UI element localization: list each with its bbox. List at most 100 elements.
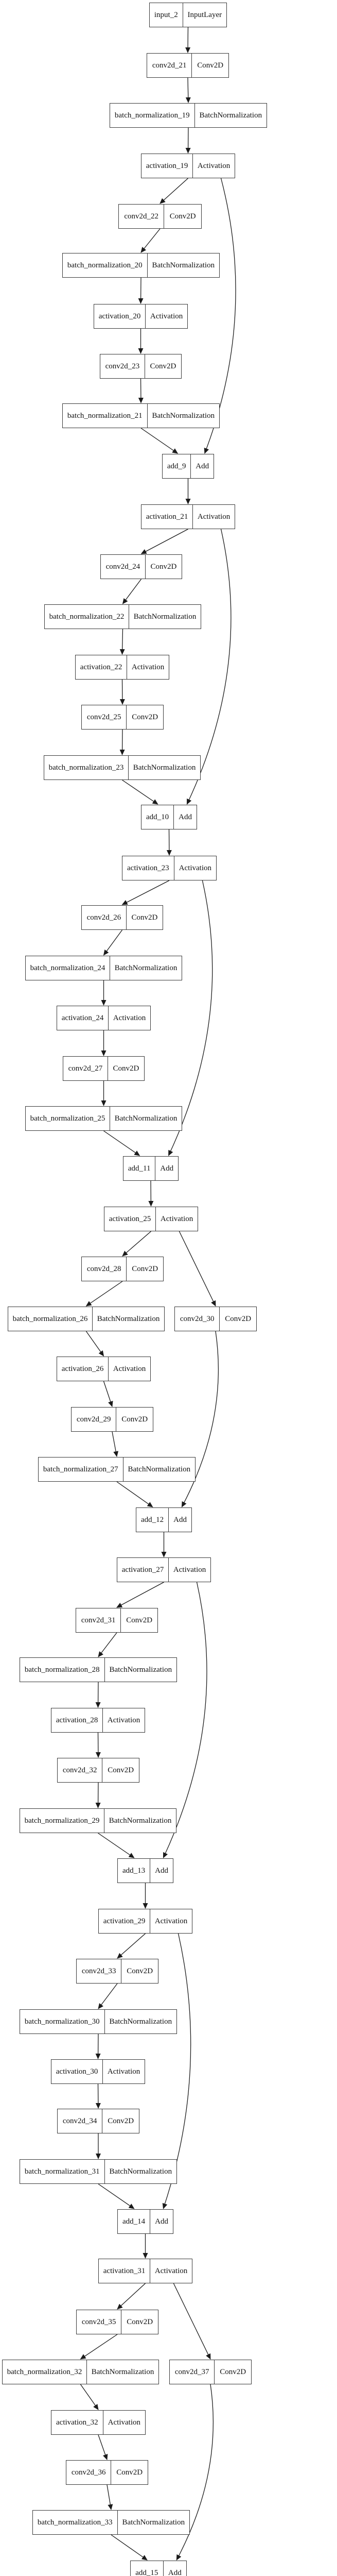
layer-name: conv2d_21 (152, 61, 187, 70)
layer-type: BatchNormalization (117, 2511, 189, 2534)
layer-name: activation_22 (80, 663, 122, 671)
layer-node-activation_22: activation_22 Activation (75, 655, 169, 680)
layer-type: BatchNormalization (122, 1458, 195, 1481)
layer-name: batch_normalization_22 (49, 612, 125, 621)
layer-name: conv2d_35 (81, 2317, 116, 2326)
layer-name: add_11 (128, 1164, 151, 1173)
edge-batch_normalization_22-to-activation_22 (119, 629, 125, 655)
edge-batch_normalization_21-to-add_9 (140, 428, 179, 454)
edge-add_10-to-activation_23 (166, 829, 172, 856)
edge-activation_21-to-add_10 (186, 529, 232, 805)
edge-conv2d_30-to-add_12 (181, 1331, 219, 1507)
layer-type: Activation (150, 1909, 192, 1933)
edge-conv2d_22-to-batch_normalization_20 (140, 228, 161, 253)
layer-name: activation_20 (98, 312, 141, 320)
layer-type: Add (173, 805, 197, 829)
layer-type: BatchNormalization (104, 2010, 176, 2033)
layer-name: conv2d_26 (86, 913, 121, 922)
layer-name: add_12 (141, 1515, 164, 1524)
edge-activation_30-to-conv2d_34 (95, 2083, 101, 2109)
edge-batch_normalization_27-to-add_12 (116, 1481, 153, 1507)
layer-type: Activation (102, 1708, 145, 1732)
edge-activation_25-to-conv2d_30 (179, 1231, 216, 1307)
edge-conv2d_37-to-add_15 (176, 2384, 214, 2561)
layer-type: Activation (108, 1006, 150, 1030)
edge-conv2d_24-to-batch_normalization_22 (122, 579, 142, 604)
layer-name: conv2d_30 (180, 1314, 215, 1323)
layer-name: batch_normalization_27 (43, 1465, 118, 1473)
edge-conv2d_25-to-batch_normalization_23 (119, 729, 125, 755)
layer-name: conv2d_31 (81, 1616, 116, 1624)
layer-type: Activation (192, 154, 235, 178)
layer-type: Conv2D (120, 1608, 157, 1632)
layer-name: batch_normalization_29 (24, 1816, 100, 1825)
layer-node-conv2d_24: conv2d_24 Conv2D (100, 554, 182, 579)
layer-name: add_13 (122, 1866, 146, 1875)
layer-type: Conv2D (144, 354, 181, 378)
edge-conv2d_28-to-batch_normalization_26 (85, 1281, 123, 1307)
layer-type: Conv2D (126, 705, 163, 729)
layer-type: Conv2D (164, 205, 201, 228)
edge-activation_29-to-conv2d_33 (117, 1933, 146, 1959)
edge-activation_23-to-conv2d_26 (121, 880, 170, 905)
edge-conv2d_35-to-batch_normalization_32 (80, 2334, 118, 2360)
layer-type: BatchNormalization (92, 1307, 164, 1331)
layer-type: Activation (127, 655, 169, 679)
layer-name: conv2d_24 (105, 562, 140, 571)
edge-activation_27-to-conv2d_31 (116, 1582, 164, 1608)
layer-type: BatchNormalization (147, 253, 219, 277)
edge-conv2d_29-to-batch_normalization_27 (112, 1431, 119, 1457)
layer-name: conv2d_32 (62, 1766, 97, 1774)
layer-name: add_14 (122, 2217, 146, 2226)
layer-type: Add (190, 454, 214, 478)
layer-type: Add (163, 2561, 186, 2576)
layer-name: conv2d_23 (105, 362, 140, 370)
layer-name: batch_normalization_32 (7, 2367, 82, 2376)
layer-name: activation_27 (121, 1565, 164, 1574)
layer-name: conv2d_25 (86, 713, 121, 721)
layer-type: Activation (168, 1558, 210, 1582)
edge-batch_normalization_25-to-add_11 (103, 1130, 140, 1156)
edge-activation_28-to-conv2d_32 (95, 1732, 101, 1758)
layer-node-conv2d_30: conv2d_30 Conv2D (174, 1307, 257, 1331)
layer-type: BatchNormalization (128, 756, 200, 779)
layer-name: activation_31 (103, 2266, 146, 2275)
layer-type: Conv2D (145, 555, 182, 579)
layer-type: Conv2D (219, 1307, 256, 1331)
layer-name: activation_19 (146, 161, 188, 170)
edge-conv2d_36-to-batch_normalization_33 (107, 2484, 113, 2510)
layer-type: BatchNormalization (194, 104, 267, 127)
layer-name: batch_normalization_28 (24, 1665, 100, 1674)
layer-type: Activation (173, 856, 216, 880)
layer-type: Activation (102, 2411, 145, 2434)
edge-conv2d_31-to-batch_normalization_28 (98, 1632, 117, 1657)
edge-conv2d_33-to-batch_normalization_30 (98, 1983, 118, 2009)
layer-node-conv2d_31: conv2d_31 Conv2D (76, 1608, 158, 1633)
layer-node-batch_normalization_27: batch_normalization_27 BatchNormalization (38, 1457, 196, 1482)
layer-name: conv2d_22 (124, 212, 159, 221)
layer-name: batch_normalization_20 (67, 261, 143, 269)
layer-type: Activation (155, 1207, 198, 1231)
layer-node-conv2d_25: conv2d_25 Conv2D (81, 705, 164, 730)
edge-batch_normalization_32-to-activation_32 (80, 2384, 99, 2410)
